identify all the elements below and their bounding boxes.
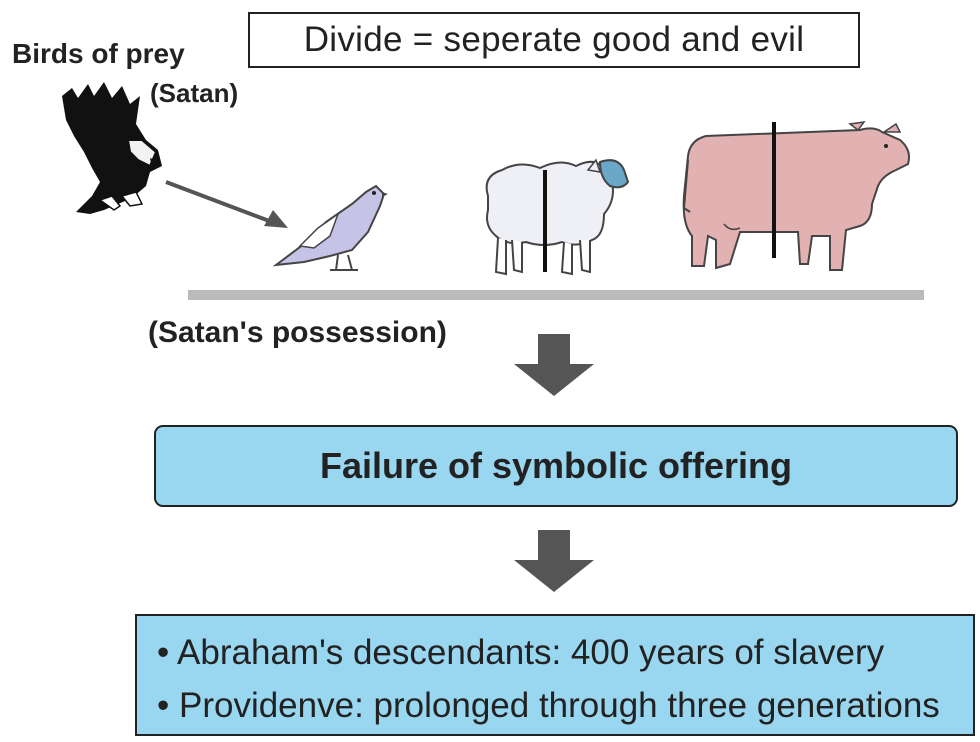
failure-box: Failure of symbolic offering xyxy=(154,425,958,507)
satan-possession-label: (Satan's possession) xyxy=(148,316,447,349)
sheep-icon xyxy=(485,158,630,276)
ground-line xyxy=(188,290,924,300)
down-arrow-icon xyxy=(514,530,594,592)
eagle-icon xyxy=(62,82,162,214)
divide-title: Divide = seperate good and evil xyxy=(303,20,805,59)
down-arrow-icon xyxy=(514,334,594,396)
dove-icon xyxy=(272,184,388,271)
consequence-item: • Abraham's descendants: 400 years of sl… xyxy=(157,633,885,672)
birds-of-prey-label: Birds of prey xyxy=(12,38,185,69)
consequence-item: • Providenve: prolonged through three ge… xyxy=(157,686,940,725)
cow-icon xyxy=(682,121,910,271)
eagle-to-dove-arrow xyxy=(165,180,288,228)
failure-label: Failure of symbolic offering xyxy=(319,445,793,486)
divide-title-box: Divide = seperate good and evil xyxy=(248,12,860,68)
consequences-box: • Abraham's descendants: 400 years of sl… xyxy=(135,614,975,736)
satan-label: (Satan) xyxy=(150,78,239,108)
